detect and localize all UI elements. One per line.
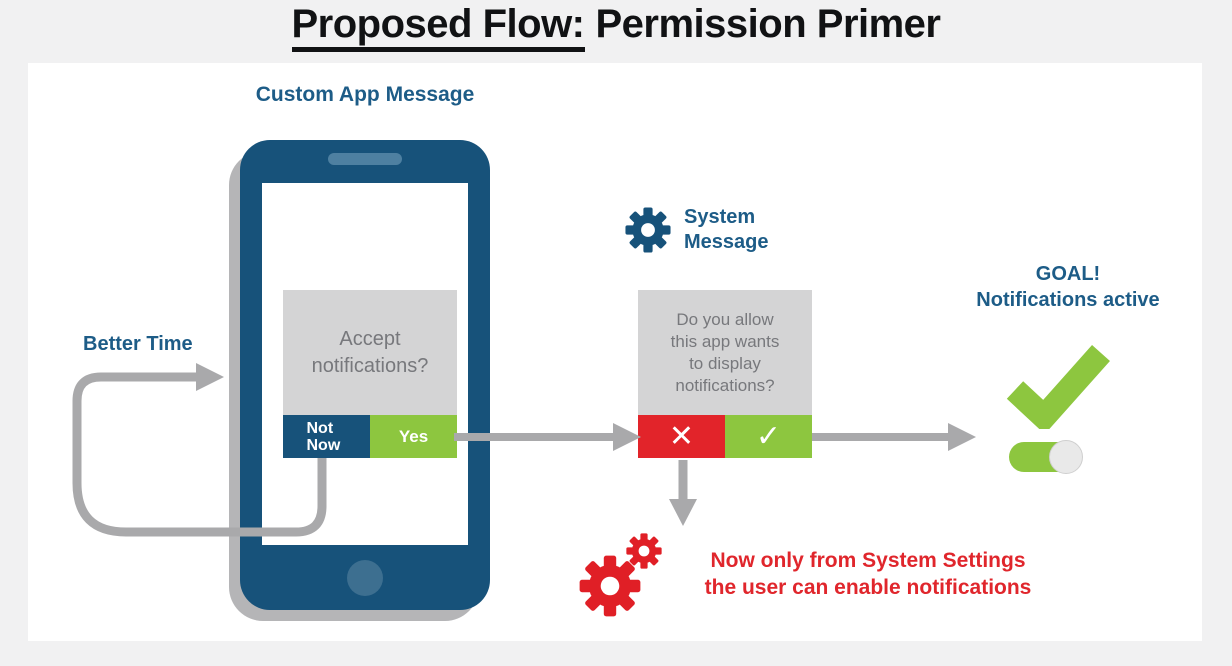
system-dialog-buttons: ✕ ✓: [638, 415, 812, 458]
arrowhead-to-system: [613, 423, 641, 451]
not-now-button-label: Not Now: [306, 419, 341, 454]
goal-heading: GOAL! Notifications active: [956, 261, 1180, 313]
system-dialog-message-line2: this app wants: [670, 331, 780, 351]
custom-app-dialog-body: Accept notifications?: [283, 290, 457, 415]
red-gear-large-icon: [579, 555, 641, 617]
phone-speaker: [328, 153, 402, 165]
yes-button: Yes: [370, 415, 457, 458]
goal-heading-line2: Notifications active: [976, 289, 1160, 311]
red-gear-small-icon: [626, 533, 662, 569]
diagram-panel: Custom App Message Better Time Accept no…: [28, 63, 1202, 641]
page-title-underlined: Proposed Flow:: [291, 2, 585, 52]
custom-app-message-heading: Custom App Message: [255, 83, 475, 106]
gear-icon: [625, 207, 671, 253]
settings-warning-line2: the user can enable notifications: [704, 576, 1032, 599]
toggle-knob: [1049, 440, 1083, 474]
system-message-heading: System Message: [625, 205, 769, 255]
x-icon: ✕: [668, 419, 695, 454]
system-dialog-message-line3: to display: [689, 353, 761, 373]
custom-app-dialog: Accept notifications? Not Now Yes: [283, 290, 457, 458]
system-dialog: Do you allow this app wants to display n…: [638, 290, 812, 458]
page-title-rest: Permission Primer: [595, 2, 942, 46]
system-message-label: System Message: [684, 205, 769, 255]
goal-heading-line1: GOAL!: [1035, 263, 1101, 285]
not-now-button: Not Now: [283, 415, 370, 458]
settings-warning-text: Now only from System Settings the user c…: [658, 547, 1078, 601]
arrowhead-down: [669, 499, 697, 526]
big-checkmark-icon: [1006, 345, 1110, 429]
deny-button: ✕: [638, 415, 725, 458]
system-dialog-message: Do you allow this app wants to display n…: [671, 309, 780, 397]
notifications-toggle: [1009, 440, 1083, 474]
system-message-label-line2: Message: [684, 231, 769, 253]
loop-arrowhead: [196, 363, 224, 391]
custom-app-dialog-message: Accept notifications?: [311, 327, 429, 377]
system-dialog-message-line1: Do you allow: [676, 309, 774, 329]
better-time-label: Better Time: [83, 333, 193, 355]
system-dialog-message-line4: notifications?: [675, 375, 775, 395]
allow-button: ✓: [725, 415, 812, 458]
arrowhead-to-goal: [948, 423, 976, 451]
system-message-label-line1: System: [684, 206, 756, 228]
system-dialog-body: Do you allow this app wants to display n…: [638, 290, 812, 415]
check-icon: ✓: [755, 419, 782, 454]
custom-app-dialog-buttons: Not Now Yes: [283, 415, 457, 458]
page-title: Proposed Flow:Permission Primer: [0, 2, 1232, 52]
settings-warning-line1: Now only from System Settings: [710, 549, 1026, 572]
phone-home-button: [347, 560, 383, 596]
yes-button-label: Yes: [398, 426, 429, 446]
